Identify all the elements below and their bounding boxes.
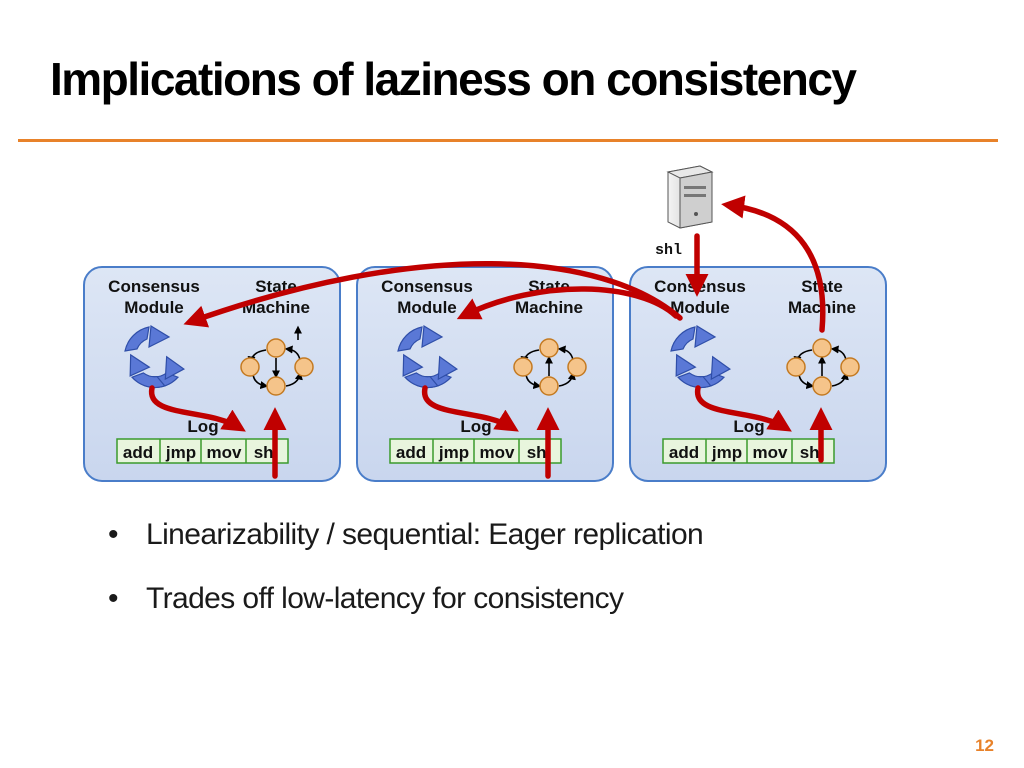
log-entry: mov [480,443,516,462]
log-label: Log [460,417,491,436]
consensus-module-label: Module [670,298,730,317]
server-command-label: shl [655,242,682,259]
log-entry: add [396,443,426,462]
append-log-arrow-1 [149,385,246,432]
log-entry: jmp [438,443,469,462]
bullet-item: • Trades off low-latency for consistency [108,582,703,646]
bullet-item: • Linearizability / sequential: Eager rep… [108,518,704,582]
append-log-arrow-2 [422,385,519,432]
bullet-text: Trades off low-latency for consistency [146,582,624,615]
log-entry: mov [207,443,243,462]
replica-2: Consensus Module State Machine Log [356,266,614,482]
log-table: add jmp mov shl [662,438,835,464]
title-divider [18,139,998,142]
state-machine-graph [513,338,587,396]
consensus-module-label: Consensus [381,277,473,296]
log-label: Log [733,417,764,436]
replica-1: Consensus Module State Machine Log [83,266,341,482]
log-label: Log [187,417,218,436]
log-entry: shl [800,443,825,462]
consensus-module-label: Module [124,298,184,317]
log-entry: mov [753,443,789,462]
log-entry: shl [527,443,552,462]
log-entry: jmp [165,443,196,462]
consensus-cycle-icon [670,324,731,389]
consensus-module-label: Module [397,298,457,317]
replicate-arrow-1 [183,261,683,328]
replicate-arrow-2 [456,286,679,320]
consensus-module-label: Consensus [654,277,746,296]
log-table: add jmp mov shl [116,438,289,464]
response-arrow [721,195,826,333]
server-icon [666,165,714,229]
bullet-text: Linearizability / sequential: Eager repl… [146,518,704,551]
bullet-dot: • [108,518,119,551]
state-machine-label: Machine [242,298,310,317]
page-number: 12 [975,736,994,755]
slide-title: Implications of laziness on consistency [50,53,857,105]
state-machine-label: Machine [515,298,583,317]
log-table: add jmp mov shl [389,438,562,464]
consensus-cycle-icon [124,324,185,389]
append-log-arrow-3 [695,385,792,432]
replication-arrows [149,195,833,479]
log-entry: jmp [711,443,742,462]
state-machine-graph [786,338,860,396]
replica-3: Consensus Module State Machine Log [629,266,887,482]
bullet-list: • Linearizability / sequential: Eager rep… [108,518,704,646]
bullet-dot: • [108,582,119,615]
log-entry: shl [254,443,279,462]
log-entry: add [123,443,153,462]
consensus-module-label: Consensus [108,277,200,296]
log-entry: add [669,443,699,462]
consensus-cycle-icon [397,324,458,389]
state-machine-graph [240,325,314,396]
